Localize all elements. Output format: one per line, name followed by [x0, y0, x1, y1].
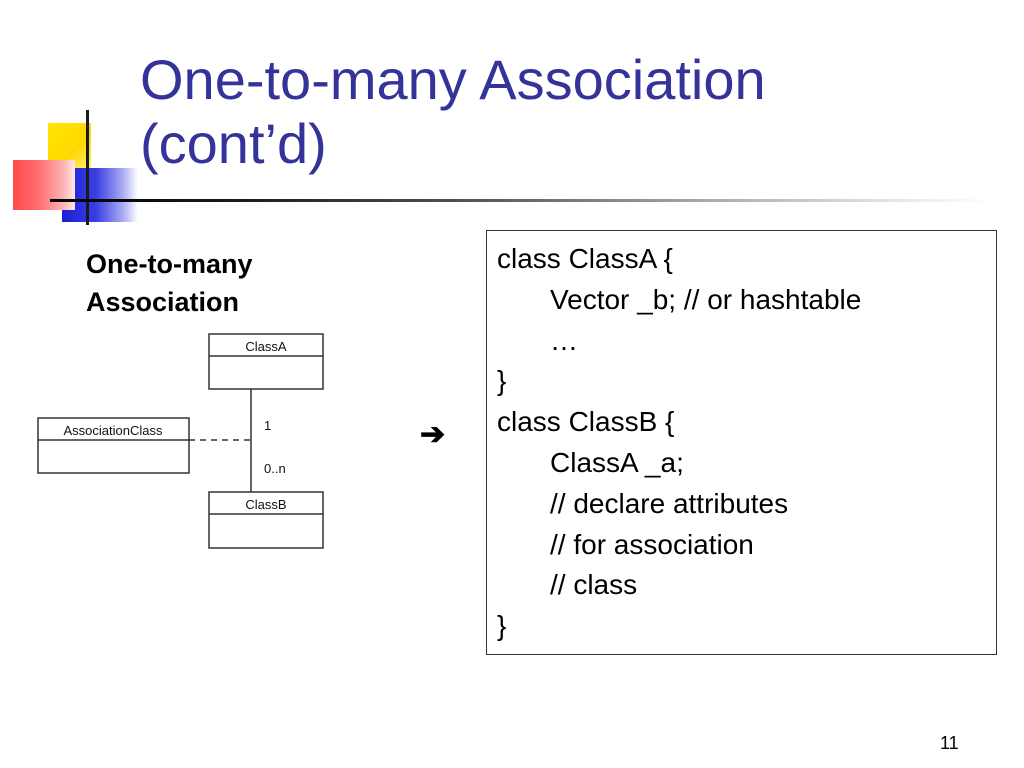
multiplicity-one-label: 1 — [264, 418, 271, 433]
class-a-label: ClassA — [245, 339, 287, 354]
code-line: // class — [550, 569, 638, 601]
slide-title-line2: (cont’d) — [140, 112, 327, 175]
vertical-rule-decoration — [86, 110, 89, 225]
code-line: Vector _b; // or hashtable — [550, 283, 862, 315]
red-square-decoration — [13, 160, 75, 210]
code-line: } — [497, 365, 507, 397]
code-line: } — [497, 610, 507, 642]
code-line: // for association — [550, 528, 754, 560]
title-underline-rule — [50, 199, 990, 202]
diagram-heading-line1: One-to-many — [86, 249, 253, 279]
association-class-box: AssociationClass — [37, 417, 190, 474]
association-class-label: AssociationClass — [64, 423, 163, 438]
diagram-heading-line2: Association — [86, 287, 240, 317]
code-line: class ClassA { — [497, 243, 673, 274]
page-number: 11 — [940, 733, 959, 753]
code-line: class ClassB { — [497, 406, 675, 438]
class-a-box: ClassA — [208, 333, 324, 390]
class-b-box: ClassB — [208, 491, 324, 549]
code-line: ClassA _a; — [550, 446, 684, 478]
multiplicity-many-label: 0..n — [264, 461, 286, 476]
decorative-corner-graphic — [0, 0, 140, 240]
code-lines: class ClassA { Vector _b; // or hashtable… — [487, 239, 996, 647]
class-b-label: ClassB — [245, 497, 286, 512]
diagram-heading: One-to-many Association — [86, 245, 253, 321]
code-line: … — [550, 324, 578, 356]
right-arrow-icon: ➔ — [420, 418, 446, 451]
code-line: // declare attributes — [550, 487, 789, 519]
code-block: class ClassA { Vector _b; // or hashtable… — [486, 230, 997, 655]
slide-title: One-to-many Association (cont’d) — [140, 48, 766, 176]
slide-title-line1: One-to-many Association — [140, 48, 766, 111]
